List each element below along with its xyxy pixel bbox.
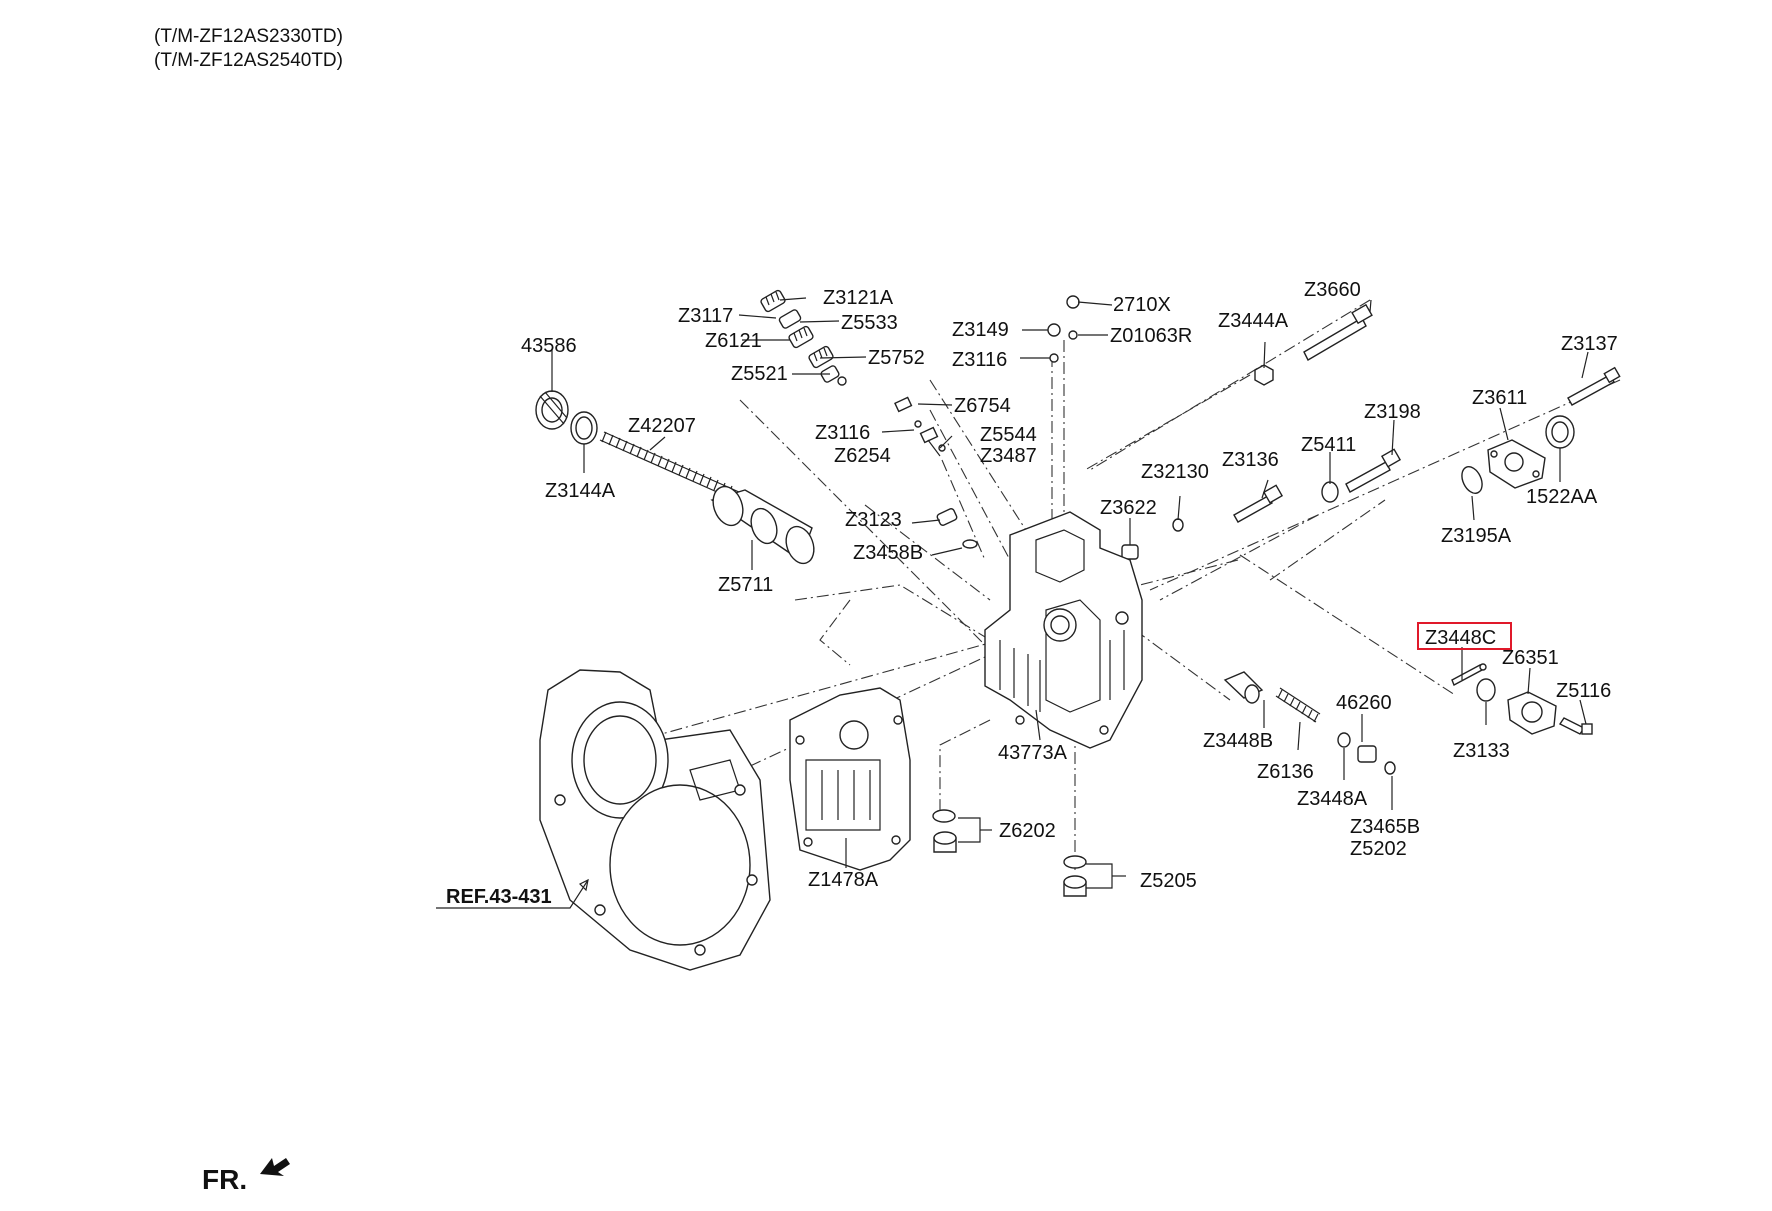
plug-46260 [1337, 732, 1377, 763]
label-z3149[interactable]: Z3149 [952, 319, 1009, 341]
label-z5116[interactable]: Z5116 [1556, 680, 1611, 702]
label-z3137[interactable]: Z3137 [1561, 333, 1618, 355]
plug-z6202 [932, 809, 957, 853]
housing-ref-43-431 [539, 669, 771, 971]
label-z1478a[interactable]: Z1478A [808, 869, 879, 891]
label-z3448a[interactable]: Z3448A [1297, 788, 1368, 810]
washer-z5411 [1321, 481, 1339, 503]
bolt-z3136 [1233, 484, 1284, 523]
label-z3444a[interactable]: Z3444A [1218, 310, 1289, 332]
label-z3116-top[interactable]: Z3116 [952, 349, 1007, 371]
label-z5544[interactable]: Z5544 [980, 424, 1037, 446]
ring-z3133 [1476, 678, 1496, 702]
highlight-box [1417, 622, 1512, 650]
label-z6351[interactable]: Z6351 [1502, 647, 1559, 669]
model-line-1: (T/M-ZF12AS2330TD) [154, 26, 343, 47]
label-z3123[interactable]: Z3123 [845, 509, 902, 531]
bolt-z3660 [1303, 303, 1373, 361]
flange-z6351 [1507, 691, 1557, 735]
bolt-z3137 [1567, 366, 1621, 406]
label-z3117[interactable]: Z3117 [678, 305, 733, 327]
spring-z6136 [1275, 687, 1321, 723]
flange-z3611 [1487, 439, 1546, 489]
label-z6754[interactable]: Z6754 [954, 395, 1011, 417]
label-1522aa[interactable]: 1522AA [1526, 486, 1598, 508]
label-z5533[interactable]: Z5533 [841, 312, 898, 334]
ring-z3195a [1461, 466, 1483, 494]
label-z5752[interactable]: Z5752 [868, 347, 925, 369]
label-z3136[interactable]: Z3136 [1222, 449, 1279, 471]
nut-1522aa [1545, 415, 1575, 449]
label-z3448c[interactable]: Z3448C [1425, 627, 1496, 649]
label-z5521[interactable]: Z5521 [731, 363, 788, 385]
label-2710x[interactable]: 2710X [1113, 294, 1171, 316]
washer-z32130 [1172, 518, 1184, 532]
label-z32130[interactable]: Z32130 [1141, 461, 1209, 483]
label-z3116-mid[interactable]: Z3116 [815, 422, 870, 444]
valve-body-43773a [984, 511, 1143, 749]
label-z3195a[interactable]: Z3195A [1441, 525, 1512, 547]
model-line-2: (T/M-ZF12AS2540TD) [154, 50, 343, 71]
label-z42207[interactable]: Z42207 [628, 415, 696, 437]
label-z5202[interactable]: Z5202 [1350, 838, 1407, 860]
label-z5205[interactable]: Z5205 [1140, 870, 1197, 892]
small-fittings-top [894, 295, 1080, 549]
spring-z42207 [599, 431, 740, 501]
label-z3487[interactable]: Z3487 [980, 445, 1037, 467]
bolt-z5116 [1558, 717, 1593, 735]
seal-z3465b [1384, 761, 1396, 775]
label-z3121a[interactable]: Z3121A [823, 287, 894, 309]
label-z3622[interactable]: Z3622 [1100, 497, 1157, 519]
valve-spring-stack [760, 289, 847, 386]
piston-z5711 [710, 485, 815, 565]
label-z5411[interactable]: Z5411 [1301, 434, 1356, 456]
label-z3198[interactable]: Z3198 [1364, 401, 1421, 423]
part-labels: Z3121A Z3117 Z5533 Z6121 Z5752 Z5521 435… [446, 279, 1618, 908]
label-z3611[interactable]: Z3611 [1472, 387, 1527, 409]
leader-lines [436, 297, 1589, 909]
label-z3660[interactable]: Z3660 [1304, 279, 1361, 301]
label-z6202[interactable]: Z6202 [999, 820, 1056, 842]
plate-z1478a [789, 687, 911, 871]
label-z6121[interactable]: Z6121 [705, 330, 762, 352]
plug-43586 [535, 390, 569, 430]
label-z6254[interactable]: Z6254 [834, 445, 891, 467]
plug-z5205 [1063, 855, 1087, 897]
bolt-z3198 [1345, 448, 1402, 493]
reference-label[interactable]: REF.43-431 [446, 886, 552, 908]
front-arrow-icon [260, 1158, 290, 1176]
label-z6136[interactable]: Z6136 [1257, 761, 1314, 783]
label-z5711[interactable]: Z5711 [718, 574, 773, 596]
front-indicator: FR. [202, 1158, 290, 1195]
solenoid-z3448c [1451, 663, 1487, 686]
sleeve-z3622 [1121, 544, 1139, 560]
label-z01063r[interactable]: Z01063R [1110, 325, 1192, 347]
label-46260[interactable]: 46260 [1336, 692, 1392, 714]
label-z3465b[interactable]: Z3465B [1350, 816, 1420, 838]
label-z3133[interactable]: Z3133 [1453, 740, 1510, 762]
label-z3144a[interactable]: Z3144A [545, 480, 616, 502]
label-z3458b[interactable]: Z3458B [853, 542, 923, 564]
assembly-guide-lines [639, 299, 1621, 870]
label-43773a[interactable]: 43773A [998, 742, 1068, 764]
label-z3448b[interactable]: Z3448B [1203, 730, 1273, 752]
front-label: FR. [202, 1164, 247, 1195]
valve-z3448b [1223, 671, 1264, 704]
label-43586[interactable]: 43586 [521, 335, 577, 357]
